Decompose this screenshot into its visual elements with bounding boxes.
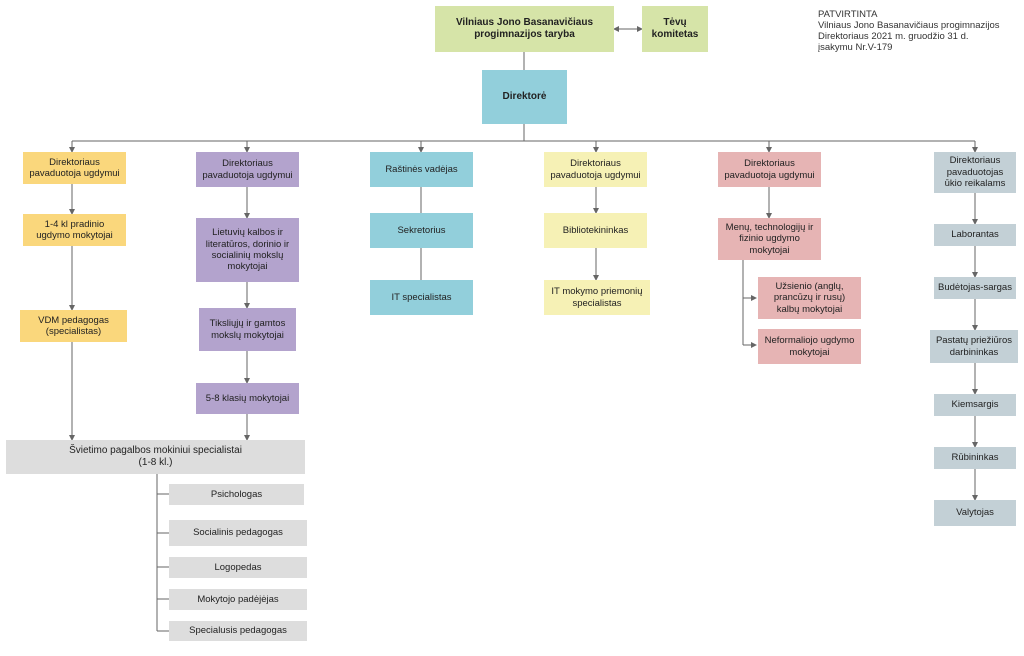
parents-committee-box: Tėvų komitetas bbox=[642, 6, 708, 52]
col4-head-box: Direktoriaus pavaduotoja ugdymui bbox=[544, 152, 647, 187]
support-item-box: Specialusis pedagogas bbox=[169, 621, 307, 641]
col4-item-box: Bibliotekininkas bbox=[544, 213, 647, 248]
support-item-box: Psichologas bbox=[169, 484, 304, 505]
col4-item-box: IT mokymo priemonių specialistas bbox=[544, 280, 650, 315]
col3-item-box: Sekretorius bbox=[370, 213, 473, 248]
col6-item-box: Rūbininkas bbox=[934, 447, 1016, 469]
col1-item-box: 1-4 kl pradinio ugdymo mokytojai bbox=[23, 214, 126, 246]
col6-item-box: Valytojas bbox=[934, 500, 1016, 526]
col6-head-box: Direktoriaus pavaduotojas ūkio reikalams bbox=[934, 152, 1016, 193]
col3-item-box: IT specialistas bbox=[370, 280, 473, 315]
support-item-box: Mokytojo padėjėjas bbox=[169, 589, 307, 610]
col2-head-box: Direktoriaus pavaduotoja ugdymui bbox=[196, 152, 299, 187]
col2-item-box: 5-8 klasių mokytojai bbox=[196, 383, 299, 414]
col2-item-box: Tiksliųjų ir gamtos mokslų mokytojai bbox=[199, 308, 296, 351]
col5-mid-box: Menų, technologijų ir fizinio ugdymo mok… bbox=[718, 218, 821, 260]
col5-sub-box: Neformaliojo ugdymo mokytojai bbox=[758, 329, 861, 364]
col5-head-box: Direktoriaus pavaduotoja ugdymui bbox=[718, 152, 821, 187]
col1-head-box: Direktoriaus pavaduotoja ugdymui bbox=[23, 152, 126, 184]
support-item-box: Logopedas bbox=[169, 557, 307, 578]
col2-item-box: Lietuvių kalbos ir literatūros, dorinio … bbox=[196, 218, 299, 282]
col6-item-box: Kiemsargis bbox=[934, 394, 1016, 416]
col6-item-box: Pastatų priežiūros darbininkas bbox=[930, 330, 1018, 363]
col6-item-box: Laborantas bbox=[934, 224, 1016, 246]
council-box: Vilniaus Jono Basanavičiaus progimnazijo… bbox=[435, 6, 614, 52]
col3-head-box: Raštinės vadėjas bbox=[370, 152, 473, 187]
col5-sub-box: Užsienio (anglų, prancūzų ir rusų) kalbų… bbox=[758, 277, 861, 319]
col1-item-box: VDM pedagogas (specialistas) bbox=[20, 310, 127, 342]
support-head-box: Švietimo pagalbos mokiniui specialistai … bbox=[6, 440, 305, 474]
director-box: Direktorė bbox=[482, 70, 567, 124]
col6-item-box: Budėtojas-sargas bbox=[934, 277, 1016, 299]
support-item-box: Socialinis pedagogas bbox=[169, 520, 307, 546]
approval-note: PATVIRTINTA Vilniaus Jono Basanavičiaus … bbox=[818, 9, 1000, 53]
